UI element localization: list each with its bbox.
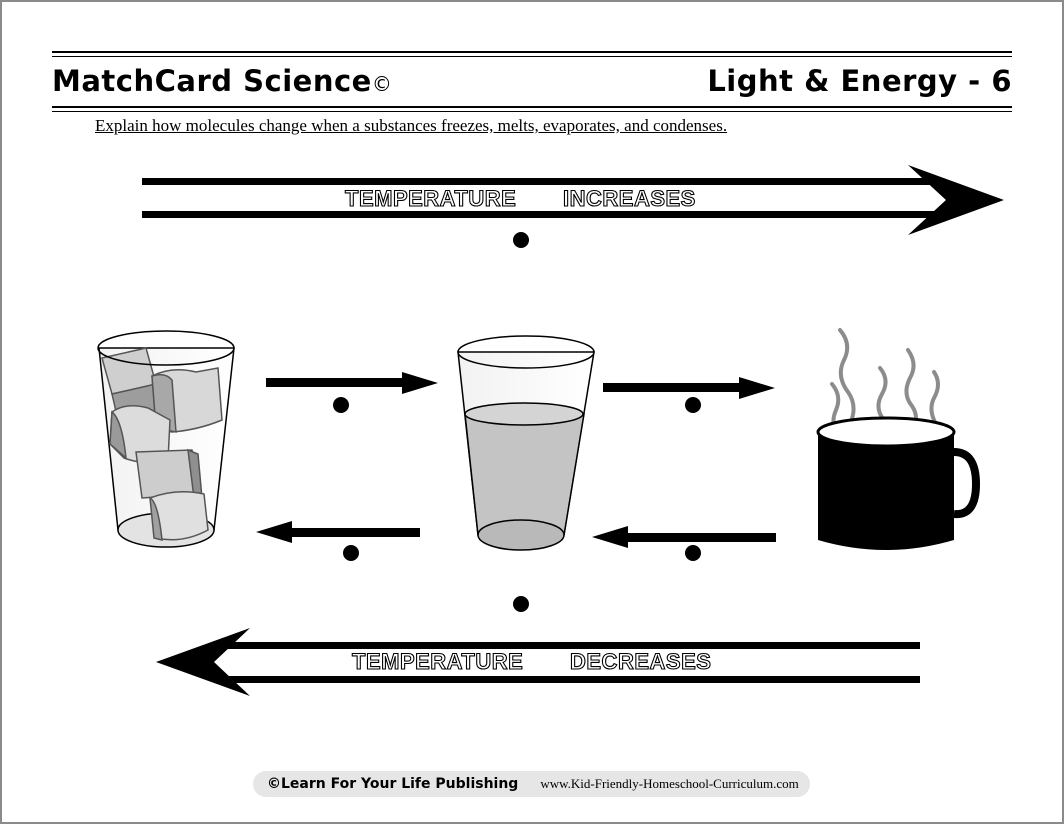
answer-dot-condensation[interactable] <box>685 545 701 561</box>
evaporation-arrow <box>603 377 775 399</box>
answer-dot-condensation-deposition[interactable] <box>513 596 529 612</box>
bottom-arrow-label-temperature: TEMPERATURE <box>352 649 523 674</box>
answer-dot-melting[interactable] <box>333 397 349 413</box>
header-rule-top-2 <box>52 56 1012 57</box>
top-arrow-label-temperature: TEMPERATURE <box>345 186 516 211</box>
melting-arrow <box>266 372 438 394</box>
footer-publisher: ©Learn For Your Life Publishing <box>267 776 519 792</box>
condensation-arrow <box>592 526 776 548</box>
answer-dot-freezing[interactable] <box>343 545 359 561</box>
worksheet-subject: Light & Energy - 6 <box>707 64 1012 98</box>
bottom-arrow-label-decreases: DECREASES <box>570 649 711 674</box>
worksheet-title: MatchCard Science© <box>52 64 392 98</box>
copyright-mark: © <box>371 72 393 96</box>
answer-dot-evaporation-sublimation[interactable] <box>513 232 529 248</box>
footer-bar: ©Learn For Your Life Publishing www.Kid-… <box>253 771 810 797</box>
header-rule-bottom-2 <box>52 111 1012 112</box>
footer-url[interactable]: www.Kid-Friendly-Homeschool-Curriculum.c… <box>540 776 799 791</box>
freezing-arrow <box>256 521 420 543</box>
steaming-mug-icon <box>816 328 981 550</box>
title-text: MatchCard Science <box>52 64 372 98</box>
temperature-decreases-arrow <box>156 628 920 696</box>
instruction-text: Explain how molecules change when a subs… <box>95 116 728 135</box>
top-arrow-label-increases: INCREASES <box>563 186 696 211</box>
answer-dot-evaporation[interactable] <box>685 397 701 413</box>
glass-of-ice-icon <box>97 330 235 548</box>
header-rule-bottom-1 <box>52 106 1012 108</box>
temperature-increases-arrow <box>142 165 1004 235</box>
glass-of-water-icon <box>457 335 595 551</box>
header-rule-top-1 <box>52 51 1012 53</box>
